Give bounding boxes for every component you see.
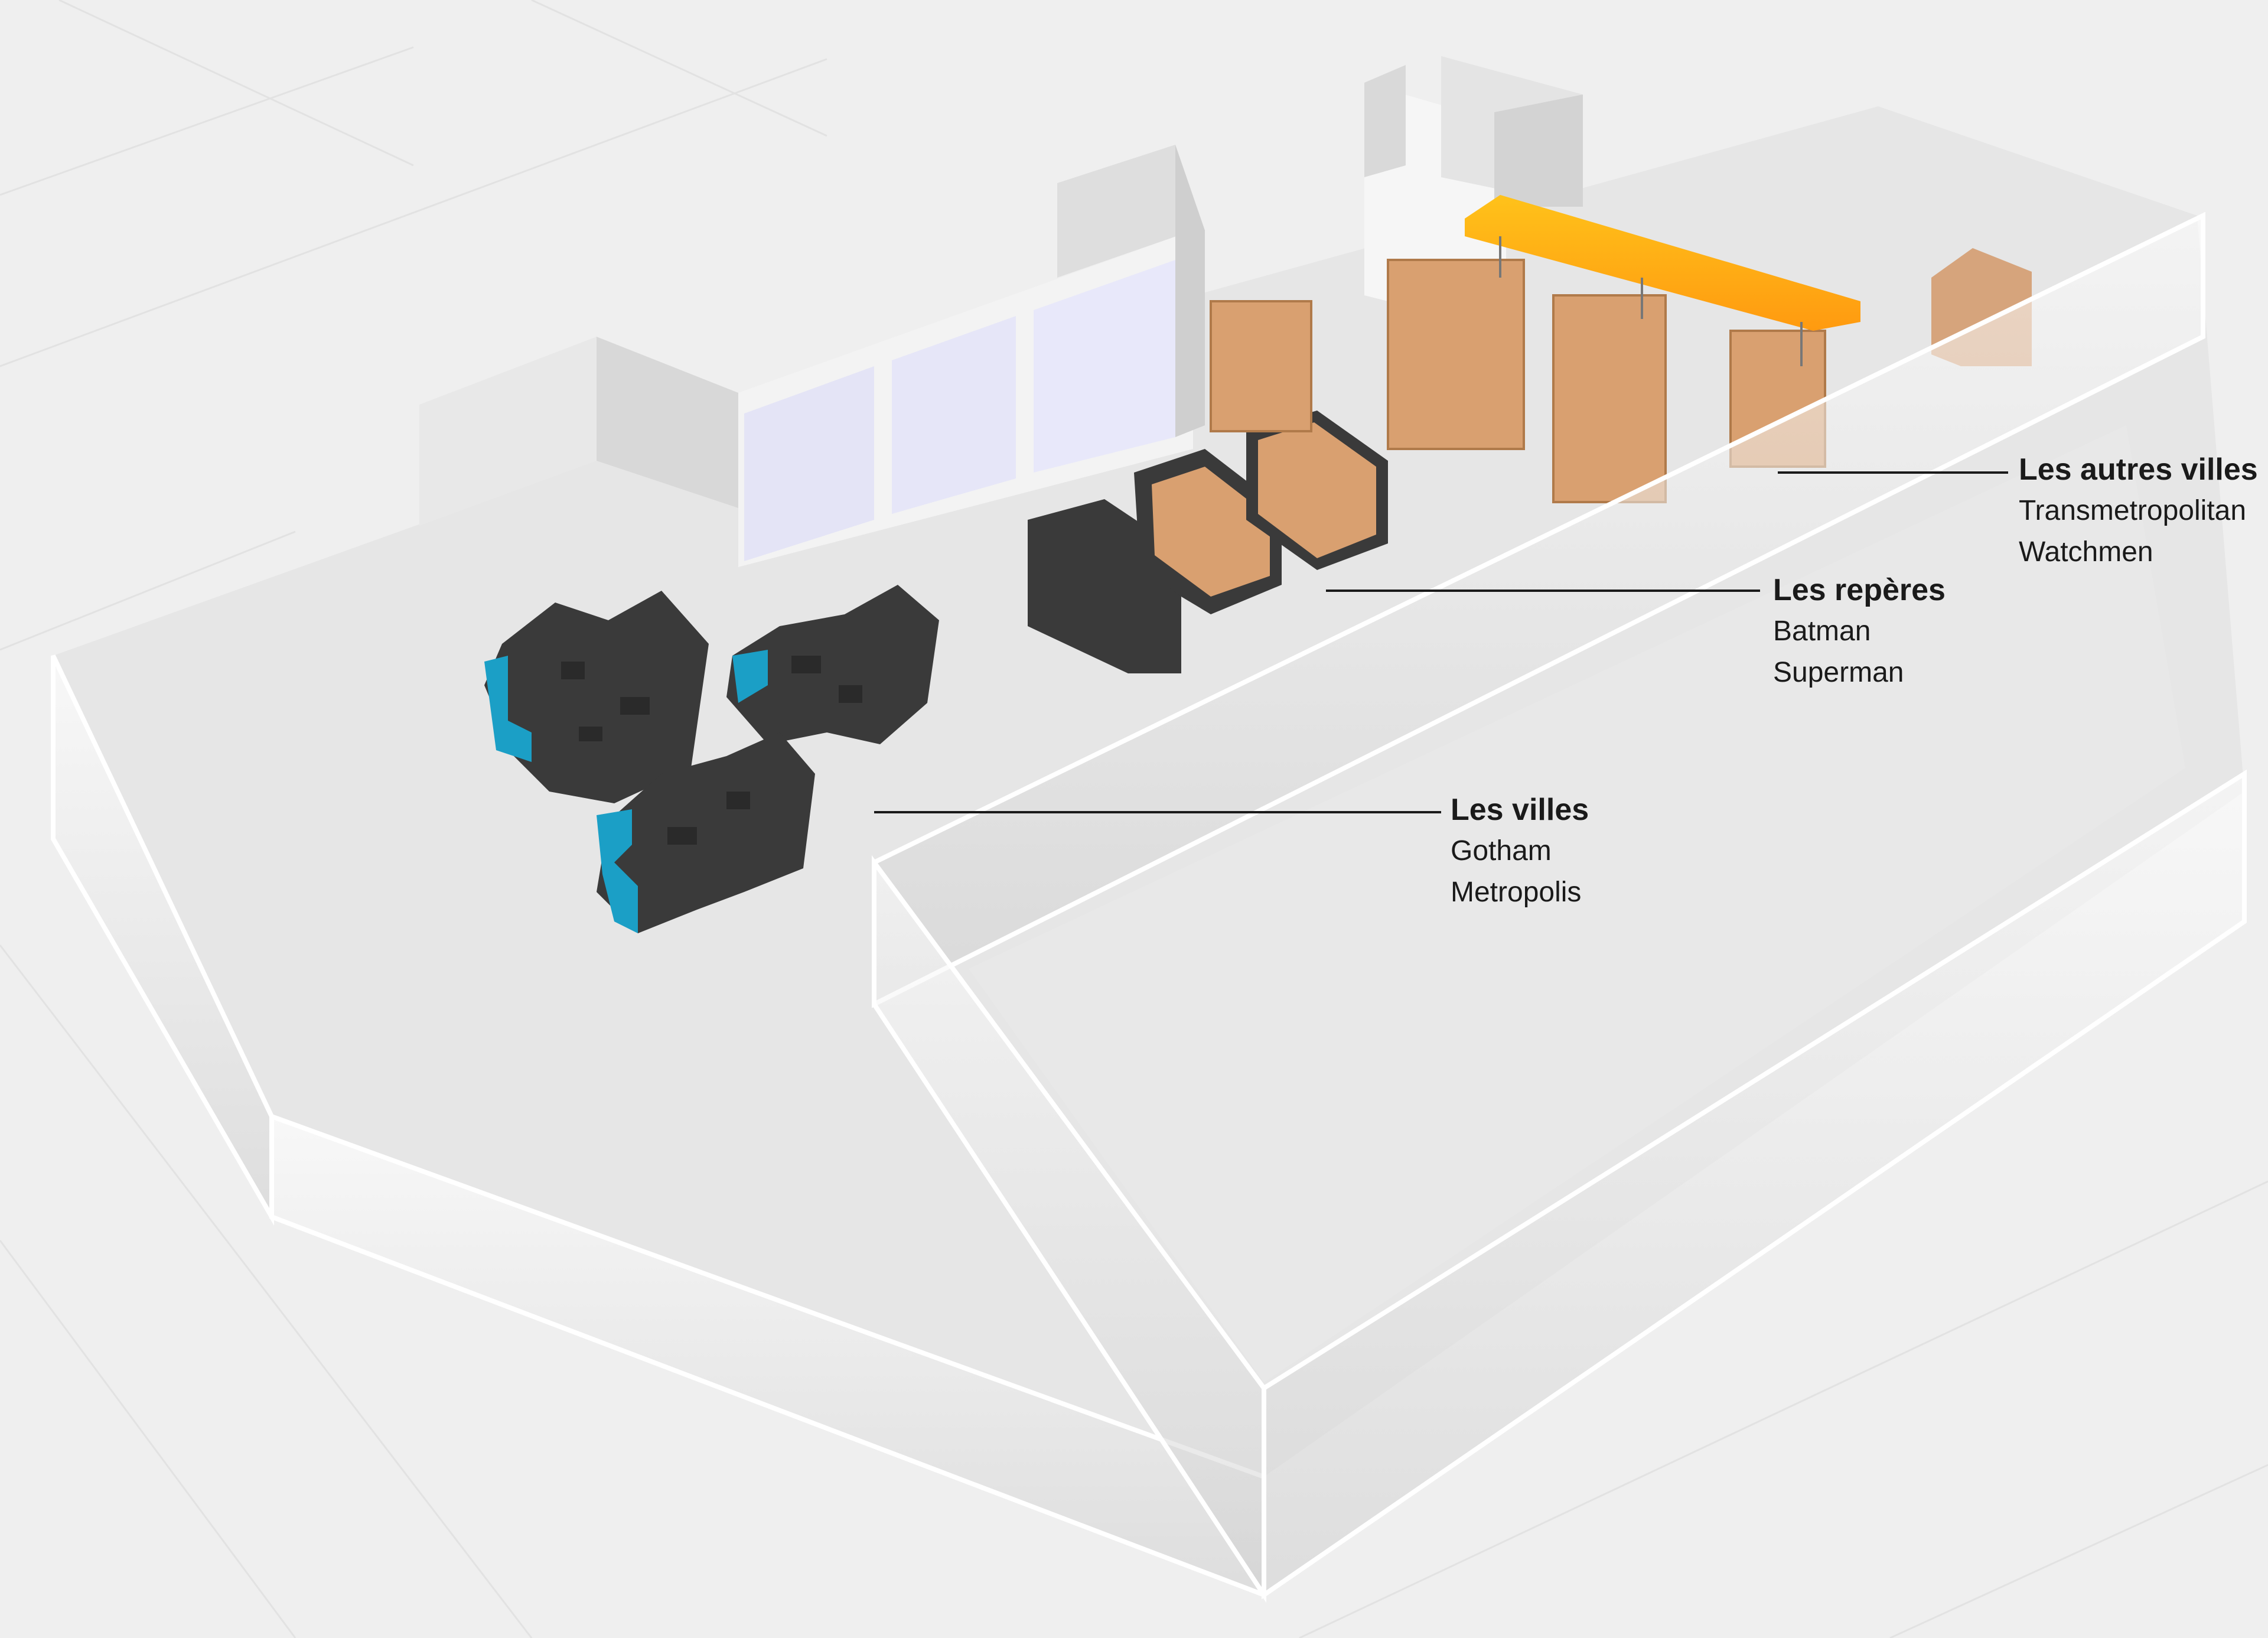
label-title: Les repères: [1773, 573, 1946, 607]
label-title: Les autres villes: [2019, 452, 2258, 487]
yellow-bench: [1465, 195, 1860, 366]
label-item: Watchmen: [2019, 536, 2153, 568]
wooden-box-stacks: [1210, 259, 1826, 503]
label-item: Batman: [1773, 616, 1871, 647]
label-other-cities: Les autres villes Transmetropolitan Watc…: [2019, 449, 2258, 573]
label-item: Superman: [1773, 657, 1904, 688]
label-item: Gotham: [1451, 835, 1552, 867]
landmark-pavilions: [1028, 411, 1388, 673]
leader-lines: [874, 471, 2008, 813]
glass-walls: [51, 211, 2247, 1603]
label-item: Metropolis: [1451, 877, 1582, 908]
city-module-2: [726, 585, 939, 744]
back-walls: [419, 56, 1583, 567]
city-module-1: [484, 591, 709, 803]
label-cities: Les villes Gotham Metropolis: [1451, 789, 1589, 913]
label-landmarks: Les repères Batman Superman: [1773, 569, 1946, 693]
city-module-3: [597, 732, 815, 933]
label-title: Les villes: [1451, 793, 1589, 827]
label-item: Transmetropolitan: [2019, 495, 2247, 526]
